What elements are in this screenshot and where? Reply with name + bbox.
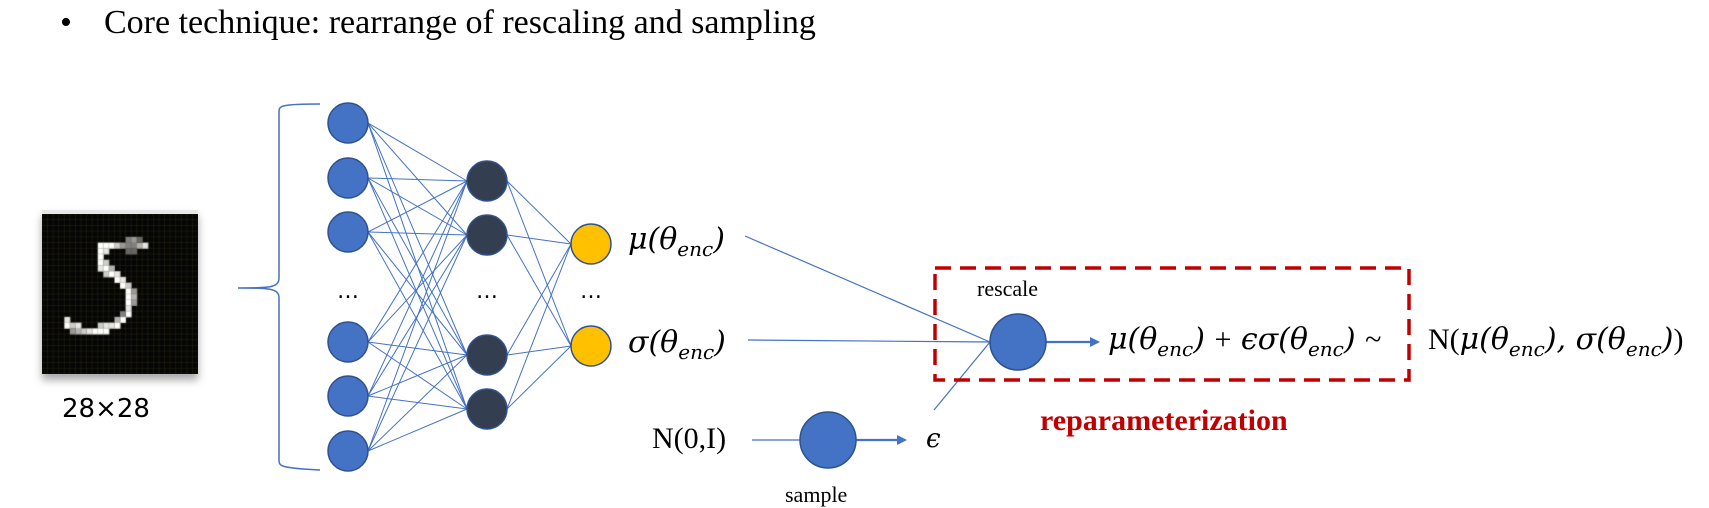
network-edge (367, 231, 468, 356)
network-edge (506, 234, 572, 245)
hidden-node (466, 388, 508, 430)
tilde-symbol: ~ (1365, 323, 1382, 356)
network-edge (506, 243, 572, 410)
network-edge (506, 180, 572, 347)
network-edge (367, 354, 468, 452)
network-edge (367, 354, 468, 397)
network-nodes (327, 102, 612, 472)
sample-node (799, 411, 857, 469)
input-node (327, 430, 369, 472)
heading-text: Core technique: rearrange of rescaling a… (104, 4, 816, 41)
network-edge (367, 122, 468, 356)
rescale-label: rescale (977, 276, 1039, 301)
hidden-node (466, 214, 508, 256)
rescale-node (989, 313, 1047, 371)
network-edge (367, 180, 468, 343)
digit-canvas (42, 214, 198, 374)
input-node (327, 375, 369, 417)
network-edge (367, 180, 468, 397)
epsilon-to-rescale-edge (933, 341, 991, 411)
mu-label: μ(θenc) (628, 222, 725, 261)
reparameterization-label: reparameterization (1040, 404, 1288, 437)
image-size-caption: 28×28 (62, 394, 150, 424)
sample-label: sample (785, 482, 848, 507)
mu-to-rescale-edge (744, 235, 991, 343)
input-ellipsis: … (337, 279, 359, 304)
slide-heading: • Core technique: rearrange of rescaling … (60, 4, 816, 42)
mnist-digit-image (42, 210, 198, 374)
latent-ellipsis: … (580, 279, 602, 304)
network-edge (367, 180, 468, 233)
sigma-label: σ(θenc) (628, 325, 726, 364)
network-edge (367, 122, 468, 182)
network-edge (506, 243, 572, 356)
network-edge (367, 231, 468, 236)
network-edge (367, 180, 468, 452)
hidden-node (466, 160, 508, 202)
input-node (327, 157, 369, 199)
network-edge (367, 234, 468, 452)
input-node (327, 211, 369, 253)
latent-params-node (570, 325, 612, 367)
network-edge (367, 408, 468, 452)
reparameterization-box (933, 266, 1411, 382)
network-edges (367, 122, 572, 452)
network-edge (367, 231, 468, 410)
hidden-ellipsis: … (476, 279, 498, 304)
network-edge (506, 345, 572, 410)
input-brace (237, 103, 321, 471)
epsilon-label: ϵ (926, 424, 941, 454)
normal-source-label: N(0,I) (652, 422, 727, 455)
sigma-to-rescale-edge (747, 339, 991, 343)
reparam-expression: μ(θenc) + ϵσ(θenc) ~ (1108, 322, 1382, 361)
network-edge (506, 180, 572, 245)
distribution-label: N(μ(θenc), σ(θenc)) (1428, 322, 1684, 361)
bullet-icon: • (60, 4, 72, 41)
network-edge (367, 341, 468, 356)
latent-params-node (570, 223, 612, 265)
hidden-node (466, 334, 508, 376)
network-edge (506, 345, 572, 356)
network-edge (367, 177, 468, 182)
flow-edges (744, 235, 1100, 445)
network-edge (506, 234, 572, 347)
input-node (327, 321, 369, 363)
input-node (327, 102, 369, 144)
network-edge (367, 177, 468, 356)
